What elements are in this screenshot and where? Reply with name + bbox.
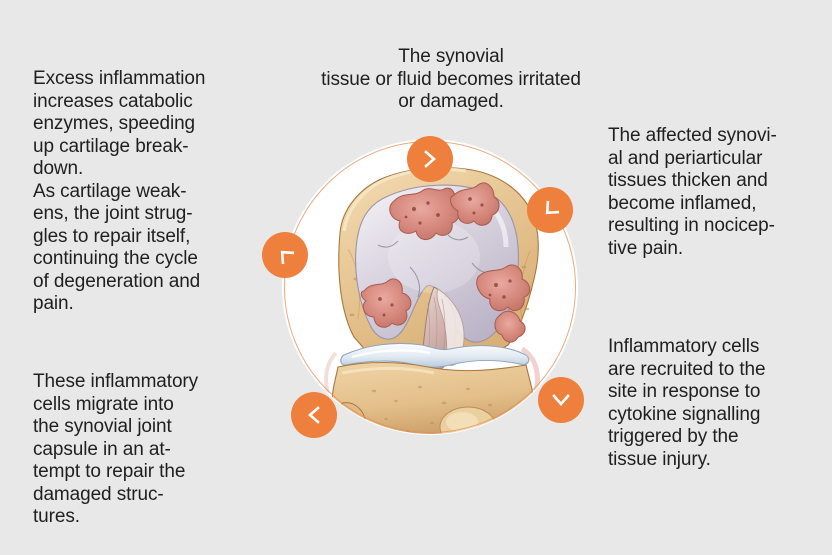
chevron-right-icon: [280, 250, 295, 265]
step-badge-upper-right[interactable]: [527, 187, 573, 233]
illustration-ring-border: [284, 141, 576, 433]
callout-affected-synovial: The affected synovi- al and periarticula…: [608, 125, 777, 259]
step-badge-lower-right[interactable]: [538, 377, 584, 423]
step-badge-left[interactable]: [262, 232, 308, 278]
heading-synovial-tissue: The synovial tissue or fluid becomes irr…: [321, 46, 581, 112]
chevron-right-icon: [545, 200, 560, 215]
chevron-right-icon: [308, 406, 320, 424]
callout-inflammatory-cells-recruited: Inflammatory cells are recruited to the …: [608, 336, 766, 470]
chevron-right-icon: [424, 150, 436, 168]
knee-illustration-container: [282, 139, 578, 435]
callout-excess-inflammation: Excess inflammation increases catabolic …: [33, 68, 206, 314]
chevron-right-icon: [552, 394, 570, 406]
step-badge-lower-left[interactable]: [291, 392, 337, 438]
step-badge-top[interactable]: [407, 136, 453, 182]
callout-cells-migrate: These inflammatory cells migrate into th…: [33, 371, 199, 527]
